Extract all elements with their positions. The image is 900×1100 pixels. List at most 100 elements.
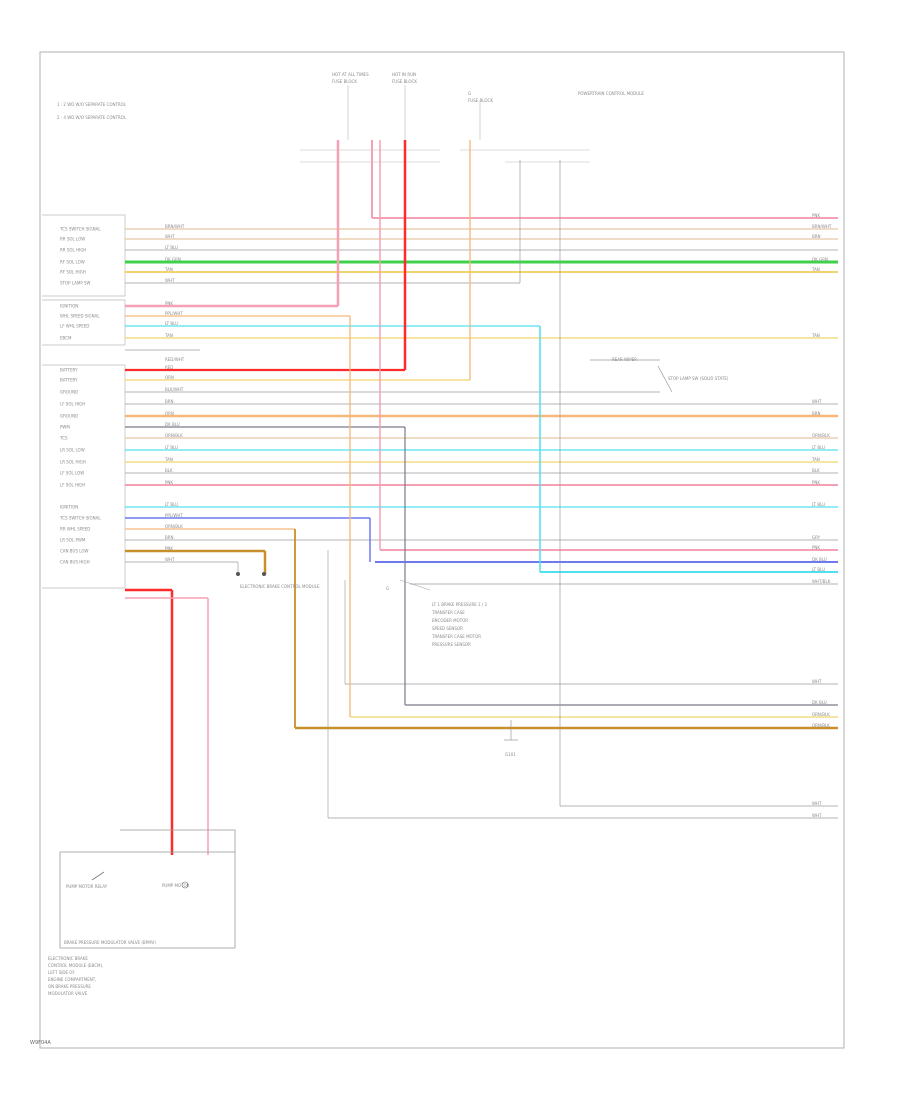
pin-label-24: LR SOL PWM [60,538,86,543]
wire-label-13: BLK/WHT [165,387,184,392]
pin-label-22: TCS SWITCH SIGNAL [59,516,101,521]
pin-label-18: LR SOL HIGH [60,460,86,465]
wire-label-11: RED [165,365,173,370]
right-label-10: TAN [811,457,820,462]
right-label-6: WHT [812,399,822,404]
wire-label-7: PPL/WHT [165,311,183,316]
pin-label-3: RF SOL LOW [60,260,85,265]
wire-label-9: TAN [164,333,173,338]
sensor-line-5: TRANSFER CASE MOTOR [431,634,481,639]
top-comp-1: HOT AT ALL TIMES [332,72,369,77]
wire-label-26: PNK [165,546,173,551]
diagram-frame [39,51,845,1049]
wire-label-14: BRN [165,399,174,404]
bpmv-box-label: BRAKE PRESSURE MODULATOR VALVE (BPMV) [64,940,156,945]
ebcm-description: ELECTRONIC BRAKE CONTROL MODULE (EBCM), … [48,956,103,996]
right-label-9: LT BLU [812,445,825,450]
wire-label-17: ORN/BLK [165,433,183,438]
pin-label-9: EBCM [60,336,72,341]
pin-label-14: GROUND [60,414,78,419]
wire-label-10: RED/WHT [165,357,185,362]
right-label-24: WHT [812,813,822,818]
pin-label-0: TCS SWITCH SIGNAL [59,227,101,232]
top-comp-3-sub: FUSE BLOCK [468,98,493,103]
wire-label-6: PNK [165,301,173,306]
pin-label-1: RR SOL LOW [60,237,85,242]
sensor-line-1: LT 1 BRAKE PRESSURE 1 / 2 [432,602,487,607]
right-label-1: BRN/WHT [812,224,832,229]
pin-label-8: LF WHL SPEED [60,324,89,329]
desc-line-2: CONTROL MODULE (EBCM), [48,963,103,968]
right-label-7: BRN [812,411,821,416]
right-label-18: WHT/BLK [812,579,831,584]
wire-label-20: BLK [165,468,173,473]
bpmv-box: PUMP MOTOR RELAY PUMP MOTOR BRAKE PRESSU… [59,829,236,949]
top-comp-2-sub: FUSE BLOCK [392,79,417,84]
right-label-4: TAN [811,267,820,272]
pin-label-20: LF SOL HIGH [60,483,85,488]
pin-label-26: CAN BUS HIGH [60,560,90,565]
wire-label-3: DK GRN [165,257,181,262]
wire-label-2: LT BLU [165,245,178,250]
pin-label-25: CAN BUS LOW [60,549,89,554]
note-1: 1 : 2 WD W/O SEPARATE CONTROL [57,102,127,107]
sensor-line-3: ENCODER MOTOR [432,618,468,623]
g-node: G [386,586,389,591]
top-comp-4: POWERTRAIN CONTROL MODULE [578,91,644,96]
top-comp-3: G [468,91,471,96]
pin-label-17: LR SOL LOW [60,448,85,453]
sensor-line-4: SPEED SENSOR [432,626,463,631]
pin-label-4: RF SOL HIGH [60,270,86,275]
relay-block: REAR WIPER STOP LAMP SW (SOLID STATE) [590,357,729,393]
wire-label-22: LT BLU [165,502,178,507]
relay-label: REAR WIPER [612,357,637,362]
wire-label-23: PPL/WHT [165,513,183,518]
pin-label-13: LF SOL HIGH [60,402,85,407]
bpmv-motor-label: PUMP MOTOR [162,883,190,888]
ebcm-callout-label: ELECTRONIC BRAKE CONTROL MODULE [240,584,320,589]
right-label-5: TAN [811,333,820,338]
right-label-3: DK GRN [812,257,828,262]
right-label-0: PNK [812,213,820,218]
module-pin-labels: TCS SWITCH SIGNAL RR SOL LOW RR SOL HIGH RF… [59,224,185,565]
legend-notes: 1 : 2 WD W/O SEPARATE CONTROL 2 : 4 WD W… [57,102,127,120]
pin-label-12: GROUND [60,390,78,395]
wire-label-0: BRN/WHT [165,224,185,229]
wire-label-21: PNK [165,480,173,485]
g-node-label: G [386,586,389,591]
wire-label-16: DK BLU [165,422,180,427]
right-label-17: LT BLU [812,567,825,572]
pin-label-16: TCS [59,436,68,441]
desc-line-3: LEFT SIDE OF [48,970,75,975]
pin-label-21: IGNITION [60,505,78,510]
ground-symbol: G101 [504,720,518,757]
right-label-23: WHT [812,801,822,806]
wire-label-1: WHT [165,234,175,239]
right-label-12: PNK [812,480,820,485]
diagram-reference: W9F04A [30,1040,51,1046]
relay-note: STOP LAMP SW (SOLID STATE) [668,376,729,381]
top-comp-1-sub: FUSE BLOCK [332,79,357,84]
right-label-21: ORN/BLK [812,712,830,717]
pin-label-23: RR WHL SPEED [60,527,90,532]
bpmv-switch-label: PUMP MOTOR RELAY [66,884,108,889]
right-label-20: DK BLU [812,700,827,705]
pin-label-2: RR SOL HIGH [60,248,86,253]
wire-layer [125,140,838,855]
sensor-box: LT 1 BRAKE PRESSURE 1 / 2 TRANSFER CASE … [399,579,487,647]
ebcm-callout: ELECTRONIC BRAKE CONTROL MODULE [236,572,320,589]
pin-label-15: PWM [60,425,70,430]
wire-label-19: TAN [164,457,173,462]
wire-label-25: BRN [165,535,174,540]
wire-label-12: ORN [165,375,174,380]
sensor-line-6: PRESSURE SENSOR [432,642,471,647]
right-label-19: WHT [812,679,822,684]
desc-line-4: ENGINE COMPARTMENT, [48,977,97,982]
wire-label-24: ORN/BLK [165,524,183,529]
wire-label-27: WHT [165,557,175,562]
wire-label-8: LT BLU [165,321,178,326]
right-label-16: DK BLU [812,557,827,562]
note-2: 2 : 4 WD W/O SEPARATE CONTROL [57,115,127,120]
wire-label-4: TAN [164,267,173,272]
